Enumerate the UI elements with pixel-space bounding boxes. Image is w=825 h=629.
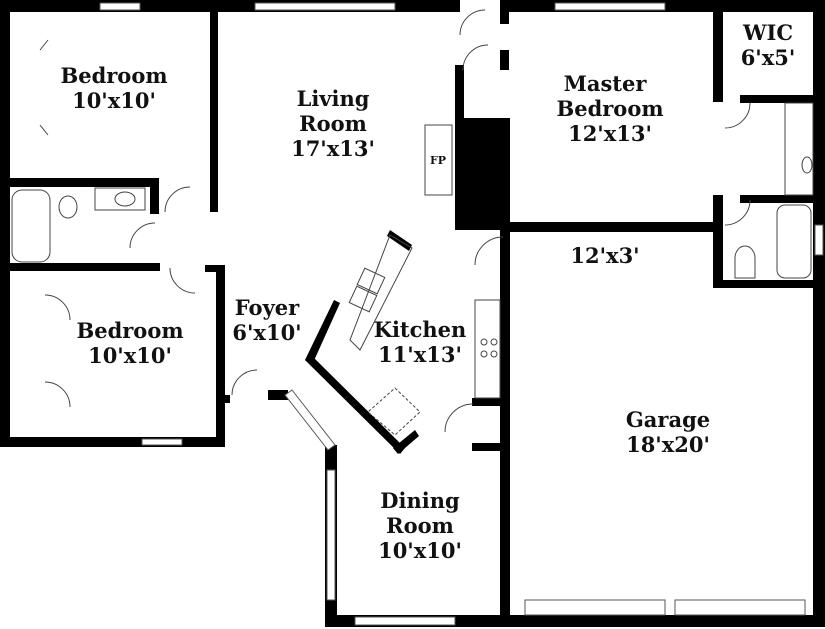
room-master-name1: Master [564,71,648,96]
room-dining-name2: Room [386,513,454,538]
room-living-name1: Living [297,86,370,111]
room-bedroom1-size: 10'x10' [72,88,156,113]
room-kitchen-size: 11'x13' [378,342,462,367]
room-garage-size: 18'x20' [626,432,710,457]
room-living-size: 17'x13' [291,136,375,161]
room-bedroom2-name: Bedroom [76,318,183,343]
room-foyer-name: Foyer [235,295,300,320]
room-bedroom2-size: 10'x10' [88,343,172,368]
room-master-size: 12'x13' [568,121,652,146]
fixtures [11,9,814,436]
room-bedroom1-name: Bedroom [60,63,167,88]
room-hall-size: 12'x3' [570,243,639,268]
room-kitchen-name: Kitchen [374,317,467,342]
room-garage-name: Garage [626,407,710,432]
room-dining-size: 10'x10' [378,538,462,563]
room-dining-name1: Dining [380,488,460,513]
windows [99,2,824,626]
room-master-name2: Bedroom [556,96,663,121]
room-wic-name: WIC [742,20,793,45]
room-wic-size: 6'x5' [741,45,796,70]
room-living-name2: Room [299,111,367,136]
room-foyer-size: 6'x10' [232,320,301,345]
fireplace-label: FP [430,154,446,167]
